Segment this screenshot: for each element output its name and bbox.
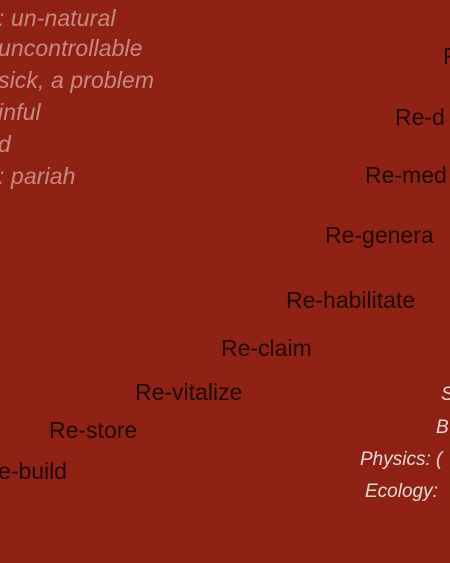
negative-term-pariah: : pariah — [0, 163, 76, 189]
field-physics: Physics: ( — [360, 449, 443, 470]
field-ecology: Ecology: — [365, 481, 438, 502]
negative-term-sick: sick, a problem — [0, 67, 155, 93]
re-word-re-store: Re-store — [49, 417, 138, 443]
negative-term-d: d — [0, 133, 11, 156]
field-b: B — [436, 417, 449, 438]
re-word-re-claim: Re-claim — [221, 335, 312, 361]
field-s: S — [441, 385, 450, 404]
re-word-re-genera: Re-genera — [325, 222, 434, 248]
re-word-re-habilitate: Re-habilitate — [286, 287, 416, 313]
re-word-re-build: e-build — [0, 458, 68, 484]
negative-term-uncontrollable: uncontrollable — [0, 35, 143, 61]
re-word-re-vitalize: Re-vitalize — [135, 379, 243, 405]
re-word-re-med: Re-med — [365, 162, 447, 188]
negative-term-unnatural: : un-natural — [0, 5, 116, 31]
re-word-re-d: Re-d — [395, 104, 445, 130]
negative-term-painful: inful — [0, 99, 41, 125]
re-word-r: R — [443, 45, 450, 68]
